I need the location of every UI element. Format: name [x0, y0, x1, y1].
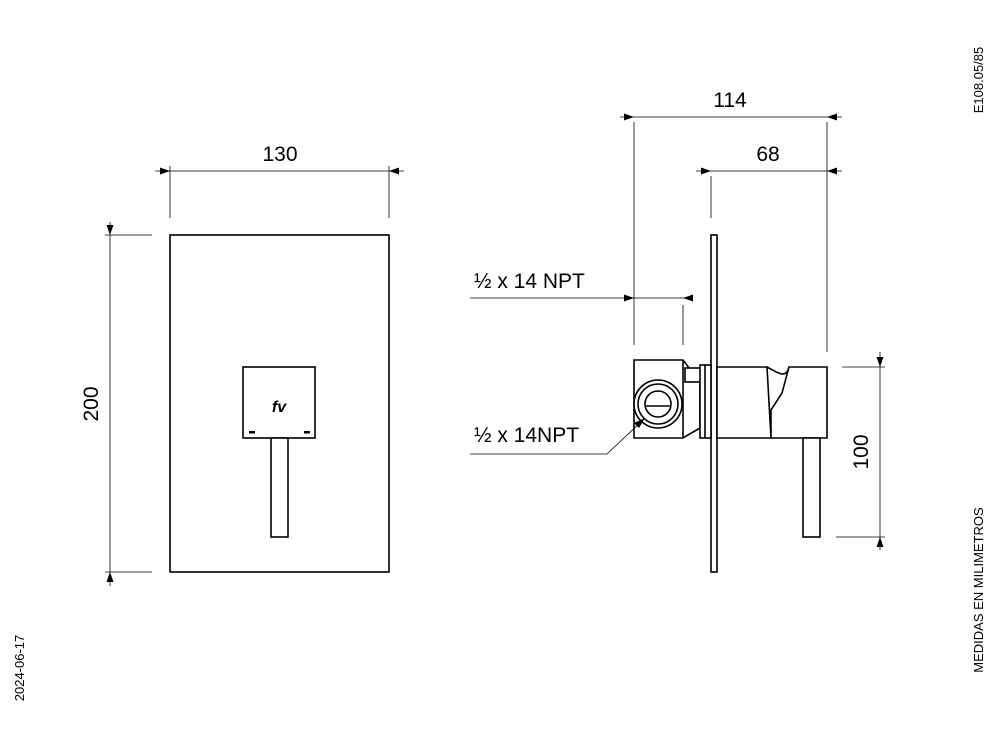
dim-side-handle-height-label: 100: [850, 434, 873, 469]
dim-side-handle-depth-label: 68: [756, 143, 779, 166]
dim-side-total: 114: [620, 89, 842, 352]
handle-head: [770, 366, 828, 439]
dim-thread-bottom-label: ½ x 14NPT: [474, 424, 579, 447]
dim-thread-top: ½ x 14 NPT: [470, 270, 693, 345]
dim-thread-top-label: ½ x 14 NPT: [474, 270, 585, 293]
handle-mark-right: [304, 431, 310, 434]
dim-thread-bottom: ½ x 14NPT: [470, 418, 645, 455]
dim-front-height: 200: [80, 222, 152, 586]
inlet-port: [633, 379, 683, 429]
dim-front-height-label: 200: [80, 386, 103, 421]
dim-side-handle-depth: 68: [696, 143, 842, 218]
dim-side-handle-height: 100: [836, 352, 885, 550]
handle-mark-left: [249, 431, 255, 434]
dim-side-total-label: 114: [713, 89, 747, 112]
brand-logo: fv: [272, 399, 287, 416]
drawing-code: E108.05/85: [971, 47, 986, 114]
drawing-date: 2024-06-17: [12, 635, 27, 702]
dim-front-width: 130: [155, 143, 404, 218]
front-plate: [169, 234, 390, 573]
dim-front-width-label: 130: [262, 143, 297, 166]
front-view: fv 130 200: [80, 143, 404, 586]
brand-logo-text: fv: [272, 399, 287, 416]
front-handle-lever: [270, 437, 289, 538]
units-note: MEDIDAS EN MILIMETROS: [971, 507, 986, 673]
side-handle-lever: [802, 437, 821, 538]
handle-base: [716, 366, 772, 439]
side-view: 114 68 ½ x 14 NPT ½ x 14NPT: [470, 89, 885, 573]
side-plate: [710, 234, 718, 573]
